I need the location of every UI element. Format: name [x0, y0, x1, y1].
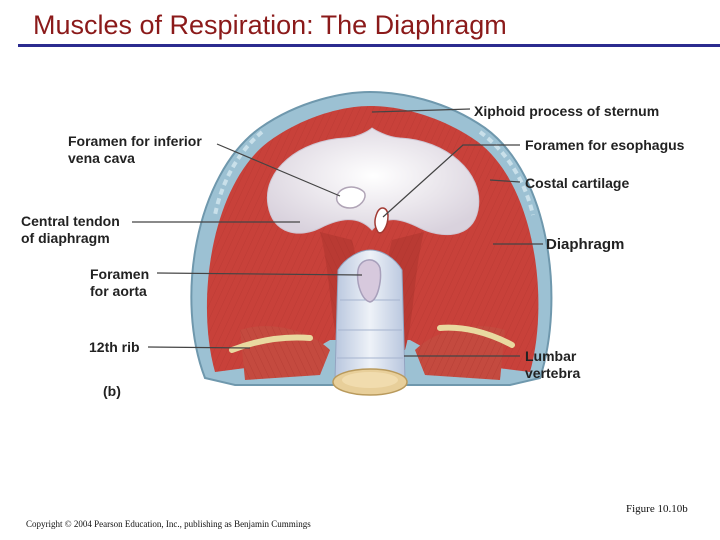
label-foramen-esophagus: Foramen for esophagus: [525, 137, 685, 153]
label-foramen-ivc-line1: Foramen for inferior: [68, 133, 202, 149]
copyright-notice: Copyright © 2004 Pearson Education, Inc.…: [26, 519, 311, 529]
leader-foramen-ivc: [216, 143, 341, 197]
slide-title: Muscles of Respiration: The Diaphragm: [33, 10, 507, 40]
panel-label: (b): [103, 383, 121, 399]
vertebral-column: [334, 249, 406, 381]
label-central-tendon-line1: Central tendon: [21, 213, 120, 229]
label-foramen-ivc-line2: vena cava: [68, 150, 135, 166]
label-rib12: 12th rib: [89, 339, 140, 355]
label-costal-cartilage: Costal cartilage: [525, 175, 630, 191]
leader-esophagus: [382, 144, 520, 218]
foramen-aorta: [356, 259, 382, 303]
label-lumbar-line2: vertebra: [525, 365, 581, 381]
leader-foramen-aorta: [156, 272, 363, 276]
label-lumbar-line1: Lumbar: [525, 348, 577, 364]
twelfth-rib-right: [437, 324, 515, 348]
figure-reference: Figure 10.10b: [626, 503, 688, 515]
foramen-ivc: [335, 186, 366, 209]
label-xiphoid: Xiphoid process of sternum: [474, 103, 660, 119]
central-tendon: [266, 127, 480, 236]
label-foramen-aorta-line1: Foramen: [90, 266, 150, 282]
leader-costal-cartilage: [489, 179, 521, 183]
label-central-tendon-line2: of diaphragm: [21, 230, 110, 246]
label-foramen-aorta-line2: for aorta: [90, 283, 147, 299]
cartilage-edge-left: [213, 130, 264, 216]
leader-xiphoid: [371, 108, 471, 113]
title-underline: [18, 44, 720, 47]
leader-rib12: [147, 346, 251, 349]
foramen-esophagus: [374, 207, 389, 234]
label-diaphragm: Diaphragm: [546, 236, 625, 253]
